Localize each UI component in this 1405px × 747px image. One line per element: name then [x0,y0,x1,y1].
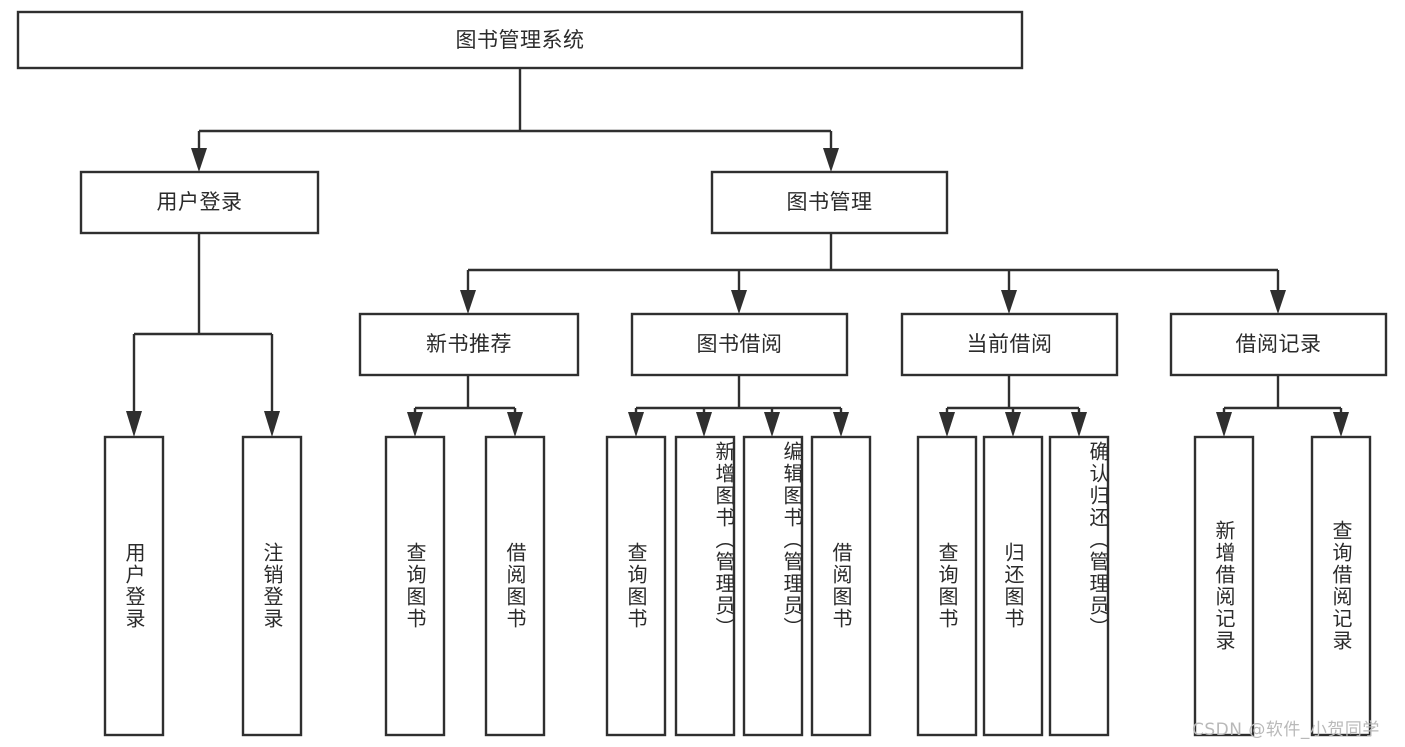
node-box-leaf-query-book-1[interactable] [384,435,446,737]
arrow-head-leaf-borrow-book-2 [833,412,849,437]
arrow-head-current-borrow [1001,290,1017,314]
arrow-head-leaf-query-borrow-record [1333,412,1349,437]
node-box-leaf-edit-book[interactable] [742,435,804,737]
node-box-leaf-logout-login[interactable] [241,435,303,737]
arrow-head-new-book-recommend [460,290,476,314]
arrow-head-leaf-query-book-2 [628,412,644,437]
connector-group-borrow-record [1216,375,1349,437]
node-box-new-book-recommend[interactable] [358,312,580,377]
arrow-head-leaf-query-book-1 [407,412,423,437]
node-box-book-borrow[interactable] [630,312,849,377]
node-box-leaf-query-book-3[interactable] [916,435,978,737]
connector-group-new-book-recommend [407,375,523,437]
connector-group-user-login [126,233,280,437]
arrow-head-leaf-query-book-3 [939,412,955,437]
arrow-head-leaf-add-book [696,412,712,437]
connector-group-book-management [460,233,1286,314]
node-box-leaf-add-borrow-record[interactable] [1193,435,1255,737]
node-box-root[interactable] [16,10,1024,70]
node-box-user-login[interactable] [79,170,320,235]
arrow-head-book-borrow [731,290,747,314]
arrow-head-leaf-return-book [1005,412,1021,437]
node-box-leaf-borrow-book-1[interactable] [484,435,546,737]
node-box-book-management[interactable] [710,170,949,235]
arrow-head-leaf-confirm-return [1071,412,1087,437]
connector-group-book-borrow [628,375,849,437]
arrow-head-leaf-add-borrow-record [1216,412,1232,437]
node-box-leaf-user-login[interactable] [103,435,165,737]
node-box-leaf-confirm-return[interactable] [1048,435,1110,737]
connector-group-root [191,68,839,172]
node-box-leaf-borrow-book-2[interactable] [810,435,872,737]
node-box-current-borrow[interactable] [900,312,1119,377]
connector-group-current-borrow [939,375,1087,437]
arrow-head-user-login [191,148,207,172]
arrow-head-leaf-user-login [126,411,142,437]
arrow-head-borrow-record [1270,290,1286,314]
node-box-leaf-return-book[interactable] [982,435,1044,737]
node-box-leaf-add-book[interactable] [674,435,736,737]
node-box-leaf-query-book-2[interactable] [605,435,667,737]
arrow-head-book-management [823,148,839,172]
arrow-head-leaf-edit-book [764,412,780,437]
node-box-leaf-query-borrow-record[interactable] [1310,435,1372,737]
arrow-head-leaf-borrow-book-1 [507,412,523,437]
node-box-borrow-record[interactable] [1169,312,1388,377]
arrow-head-leaf-logout-login [264,411,280,437]
